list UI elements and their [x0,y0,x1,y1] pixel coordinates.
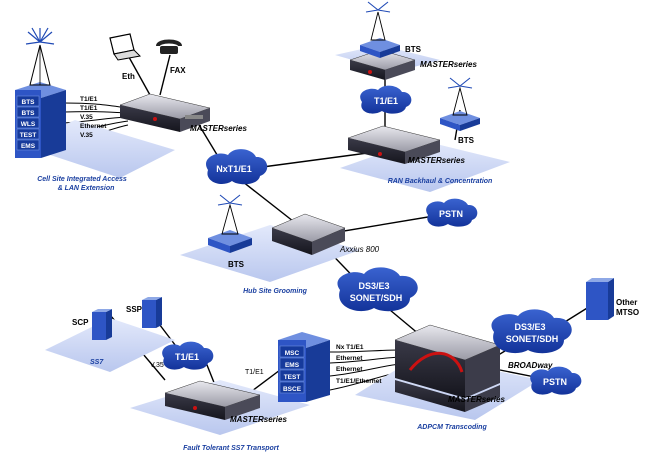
bts-tower-right-icon [447,77,473,116]
cloud-ds3-center-l2: SONET/SDH [350,293,403,303]
bts-label-right: BTS [458,136,475,145]
cloud-pstn-bottom: PSTN [530,366,582,395]
rack-label-3: WLS [21,121,36,128]
rack-label-2: BTS [22,110,36,117]
cloud-pstn-bottom-text: PSTN [543,377,567,387]
bts-tower-top-icon [365,1,391,41]
cloud-t1e1-bottom-text: T1/E1 [175,352,199,362]
caption-hub: Hub Site Grooming [243,288,308,295]
bts-box-hub [208,230,252,253]
master-label-adpcm: MASTERseries [448,395,505,404]
mid-link-label-1: Nx T1/E1 [336,344,364,351]
msc-rack-label-1: MSC [285,350,300,357]
scp-label: SCP [72,318,89,327]
cloud-t1e1-bottom: T1/E1 [162,341,214,370]
link-label-5: V.35 [80,132,93,139]
rack-label-1: BTS [22,99,36,106]
mid-link-label-2: Ethernet [336,355,363,362]
bts-box-top [360,38,400,58]
axxius-label: Axxius 800 [339,245,380,254]
bts-box-right [440,111,480,131]
caption-ran: RAN Backhaul & Concentration [388,178,493,185]
link-label-4: Ethernet [80,123,107,130]
cloud-t1e1-top: T1/E1 [360,85,412,114]
ssp-label: SSP [126,305,143,314]
cell-site-rack: BTS BTS WLS TEST EMS [15,82,66,158]
broadway-label: BROADway [508,361,553,370]
cloud-t1e1-top-text: T1/E1 [374,96,398,106]
cloud-ds3-right: DS3/E3 SONET/SDH [491,309,572,354]
master-stack-adpcm [394,324,501,412]
ss7-caption: SS7 [90,359,104,366]
cell-site-tower-icon [25,27,55,86]
cloud-ds3-center: DS3/E3 SONET/SDH [337,267,418,312]
master-label-ran: MASTERseries [408,156,465,165]
cloud-nxt1e1: NxT1/E1 [206,149,268,185]
phone-icon [156,39,182,54]
rack-label-5: EMS [21,143,36,150]
msc-rack: MSC EMS TEST BSCE [278,332,330,402]
ssp-server [142,297,162,328]
mtso-label: MTSO [616,308,639,317]
msc-rack-label-4: BSCE [283,386,302,393]
other-mtso-server [586,278,614,320]
msc-rack-label-2: EMS [285,362,300,369]
mid-link-label-4: T1/E1/Ethernet [336,378,382,385]
caption-sst: Fault Tolerant SS7 Transport [183,445,279,452]
caption-adpcm: ADPCM Transcoding [416,424,487,431]
cloud-pstn-top-text: PSTN [439,209,463,219]
cloud-pstn-top: PSTN [426,198,478,227]
link-label-1: T1/E1 [80,96,98,103]
cloud-nxt1e1-text: NxT1/E1 [216,164,252,174]
master-box-ran [347,125,441,164]
msc-rack-label-3: TEST [284,374,301,381]
v35-label: V.35 [150,362,164,369]
bts-label-hub: BTS [228,260,245,269]
t1e1-link-label: T1/E1 [245,369,264,376]
bts-tower-hub-icon [217,194,243,235]
laptop-icon [109,33,142,61]
bts-label-top: BTS [405,45,422,54]
master-label-cellsite: MASTERseries [190,124,247,133]
cloud-ds3-right-l1: DS3/E3 [514,322,545,332]
scp-server [92,309,112,340]
link-label-3: V.35 [80,114,93,121]
eth-label: Eth [122,72,135,81]
mid-link-label-3: Ethernet [336,366,363,373]
caption-cell-site-l1: Cell Site Integrated Access [37,176,127,183]
axxius-box [271,213,346,255]
master-label-sst: MASTERseries [230,415,287,424]
cloud-ds3-center-l1: DS3/E3 [358,281,389,291]
other-label: Other [616,298,637,307]
mid-rack-cables [329,349,401,391]
master-box-cellsite [119,93,211,132]
master-box-sst [164,380,261,420]
link-label-2: T1/E1 [80,105,98,112]
fax-label: FAX [170,66,186,75]
master-label-top: MASTERseries [420,60,477,69]
caption-cell-site-l2: & LAN Extension [58,185,115,192]
cloud-ds3-right-l2: SONET/SDH [506,334,559,344]
rack-label-4: TEST [20,132,37,139]
